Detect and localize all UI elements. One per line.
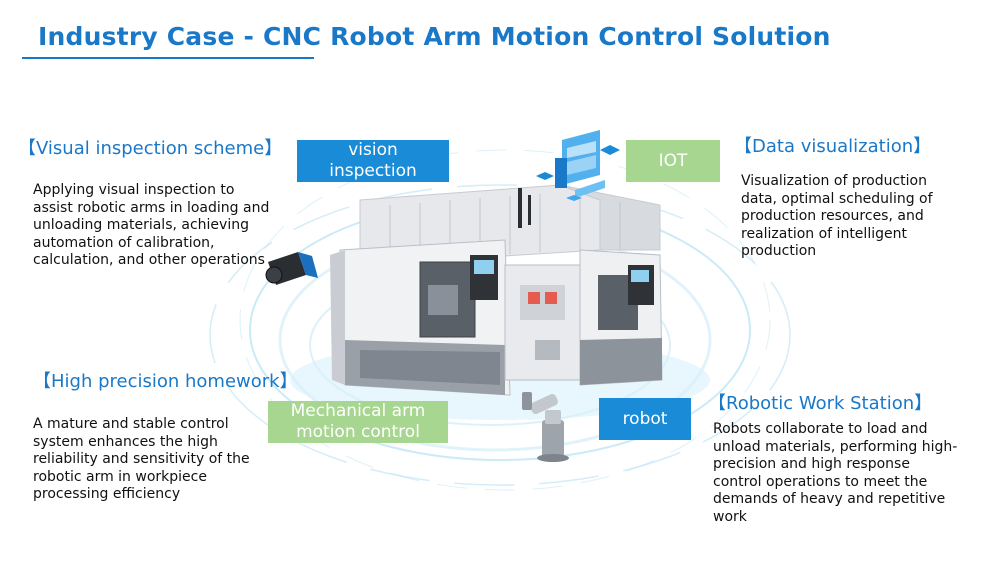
cnc-machine [330, 184, 663, 396]
tag-vision-inspection: vision inspection [297, 140, 449, 182]
data-visualization-text: Visualization of production data, optima… [741, 173, 933, 259]
visual-inspection-heading: 【Visual inspection scheme】 [18, 138, 283, 159]
high-precision-text: A mature and stable control system enhan… [33, 416, 250, 502]
iot-dashboard-icon [536, 130, 620, 201]
camera-icon [265, 252, 318, 285]
robotic-station-text: Robots collaborate to load and unload ma… [713, 421, 958, 525]
data-visualization-heading: 【Data visualization】 [734, 136, 932, 157]
high-precision-heading: 【High precision homework】 [33, 371, 298, 392]
visual-inspection-text: Applying visual inspection to assist rob… [33, 182, 270, 268]
page-title: Industry Case - CNC Robot Arm Motion Con… [38, 22, 831, 51]
tag-robot: robot [599, 398, 691, 440]
tag-mechanical-arm: Mechanical arm motion control [268, 401, 448, 443]
tag-iot: IOT [626, 140, 720, 182]
title-underline [22, 57, 314, 59]
robot-arm-icon [522, 392, 569, 462]
robotic-station-heading: 【Robotic Work Station】 [708, 393, 933, 414]
